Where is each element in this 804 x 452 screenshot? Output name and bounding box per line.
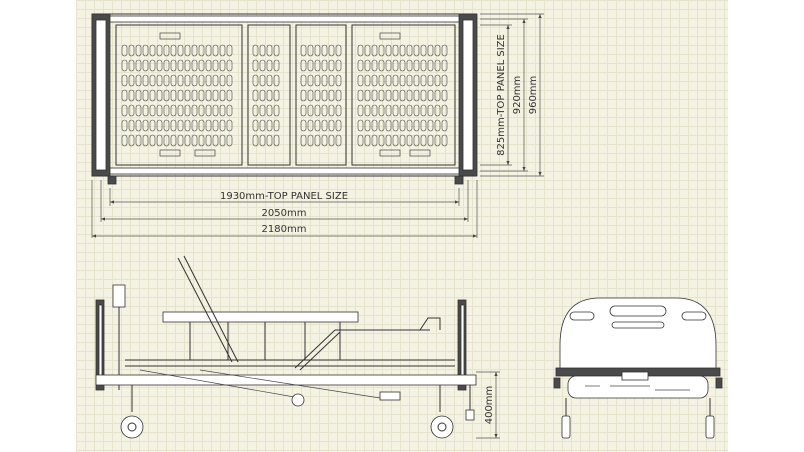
end-castor-left <box>561 415 571 439</box>
top-rail <box>109 15 460 23</box>
bottom-rail <box>109 167 460 175</box>
dim-400: 400mm <box>484 386 495 425</box>
side-rail <box>162 311 359 323</box>
panel-back <box>115 24 243 166</box>
end-headboard <box>559 297 717 371</box>
castor-head <box>120 415 144 439</box>
iv-holder <box>112 284 126 308</box>
top-view <box>91 13 478 185</box>
dim-2050: 2050mm <box>262 208 307 219</box>
dim-top-panel-depth: 825mm-TOP PANEL SIZE <box>496 34 507 156</box>
panel-leg <box>351 24 456 166</box>
dim-2180: 2180mm <box>262 224 307 235</box>
panel-thigh <box>295 24 347 166</box>
side-main-frame <box>95 374 477 386</box>
vertical-dimensions: 825mm-TOP PANEL SIZE 920mm 960mm <box>480 13 544 177</box>
dim-960: 960mm <box>528 76 539 115</box>
panel-seat <box>247 24 291 166</box>
end-castor-right <box>705 415 715 439</box>
castor-foot <box>430 415 454 439</box>
crank-handle <box>465 409 475 421</box>
top-view-frame <box>91 13 477 177</box>
dim-top-panel-width: 1930mm-TOP PANEL SIZE <box>220 191 348 202</box>
end-view <box>553 297 723 439</box>
dim-920: 920mm <box>512 76 523 115</box>
horizontal-dimensions: 1930mm-TOP PANEL SIZE 2050mm 2180mm <box>91 180 478 238</box>
panel-slots <box>121 44 448 147</box>
side-view: 400mm <box>95 255 500 439</box>
